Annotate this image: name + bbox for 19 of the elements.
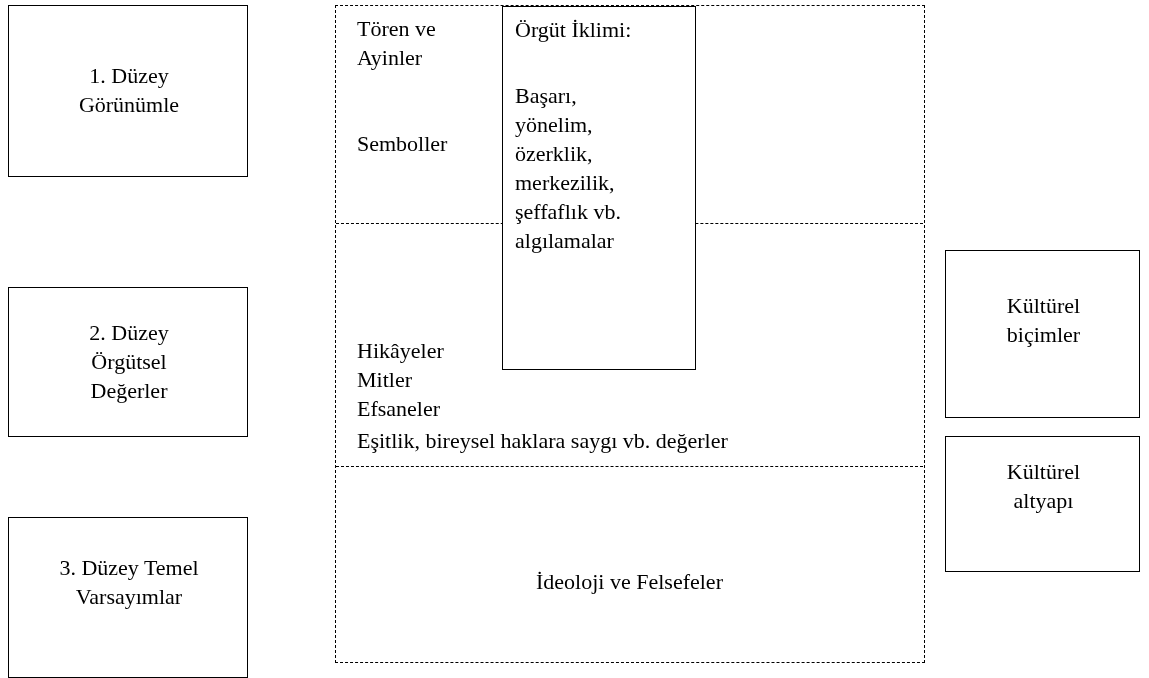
box-label: 3. Düzey Temel Varsayımlar [58, 554, 200, 611]
text-box [502, 6, 696, 370]
text-box [8, 287, 248, 437]
text-box [8, 5, 248, 177]
box-text: Eşitlik, bireysel haklara saygı vb. değerler [357, 427, 729, 455]
box-text: Başarı, yönelim, özerklik, merkezilik, şeffaflık vb. algılamalar [515, 82, 622, 255]
dashed-frame [335, 5, 925, 663]
box-label: 2. Düzey Örgütsel Değerler [88, 319, 170, 405]
box-label: Örgüt İklimi: [515, 16, 633, 44]
box-label: 1. Düzey Görünümle [77, 62, 181, 119]
box-label: Kültürel biçimler [1005, 292, 1082, 349]
text-box [945, 436, 1140, 572]
box-label: Tören ve Ayinler [357, 15, 437, 72]
box-label: İdeoloji ve Felsefeler [535, 568, 724, 596]
box-label: Hikâyeler Mitler Efsaneler [357, 337, 445, 423]
box-text: Semboller [357, 130, 449, 158]
text-box [945, 250, 1140, 418]
box-label: Kültürel altyapı [1005, 458, 1082, 515]
text-box [8, 517, 248, 678]
